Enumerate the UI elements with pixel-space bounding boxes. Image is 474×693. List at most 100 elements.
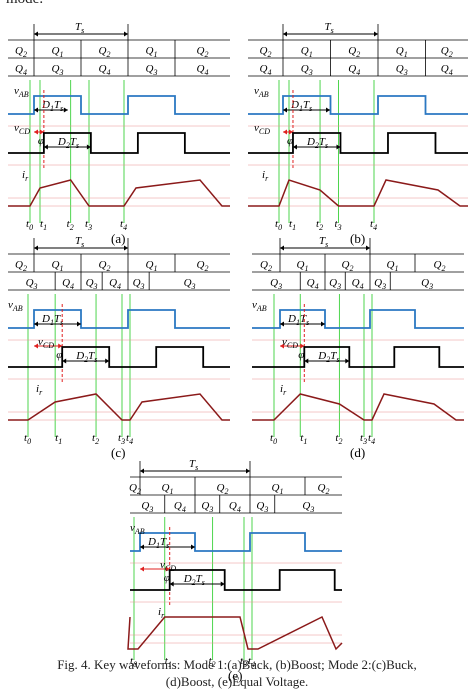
arrow-head	[283, 107, 287, 113]
switch-label-row2: Q4	[197, 63, 209, 77]
ir-label: ir	[36, 383, 43, 397]
arrow-head	[86, 144, 91, 150]
ir-current-waveform	[8, 393, 230, 421]
switch-label-row2: Q4	[352, 277, 364, 291]
vab-label: vAB	[14, 85, 29, 99]
time-label-t4: t4	[126, 432, 133, 446]
switch-label-row2: Q3	[133, 277, 145, 291]
time-label-t2: t2	[335, 432, 342, 446]
period-label: Ts	[325, 21, 334, 35]
time-label-t0: t0	[24, 432, 31, 446]
switch-label-row2: Q4	[99, 63, 111, 77]
phi-label: φ	[56, 349, 62, 361]
switch-label-row2: Q3	[146, 63, 158, 77]
time-label-t2: t2	[316, 218, 323, 232]
panel-tag: (a)	[111, 231, 125, 246]
switch-label-row2: Q4	[441, 63, 453, 77]
arrow-head	[283, 31, 287, 37]
arrow-head	[280, 321, 284, 327]
d1-label: D1Ts	[287, 313, 309, 327]
switch-label-row2: Q3	[141, 500, 153, 514]
arrow-head	[77, 321, 81, 327]
arrow-head	[124, 31, 128, 37]
switch-label-row1: Q1	[146, 45, 158, 59]
panel-tag: (d)	[350, 445, 365, 460]
d2-label: D2Ts	[57, 136, 79, 150]
vcd-waveform	[8, 132, 230, 154]
time-label-t2: t2	[67, 218, 74, 232]
arrow-head	[39, 129, 44, 135]
switch-label-row2: Q3	[396, 63, 408, 77]
switch-label-row1: Q1	[387, 259, 399, 273]
switch-label-row2: Q4	[174, 500, 186, 514]
figure-caption-line1: Fig. 4. Key waveforms: Mode 1:(a)Buck, (…	[57, 657, 417, 672]
switch-label-row2: Q3	[26, 277, 38, 291]
arrow-head	[62, 358, 67, 364]
arrow-head	[280, 245, 284, 251]
vcd-label: vCD	[38, 336, 54, 350]
panel-tag: (e)	[228, 668, 242, 683]
phi-label: φ	[164, 572, 170, 584]
vcd-waveform	[252, 346, 464, 368]
time-label-t3: t3	[335, 218, 342, 232]
vab-label: vAB	[8, 299, 23, 313]
vcd-label: vCD	[254, 122, 270, 136]
time-label-t3: t3	[240, 655, 247, 669]
switch-label-row1: Q1	[52, 259, 64, 273]
switch-label-row2: Q3	[302, 500, 314, 514]
arrow-head	[124, 245, 128, 251]
ir-current-waveform	[127, 615, 343, 651]
arrow-head	[34, 31, 38, 37]
time-label-t2: t2	[209, 655, 216, 669]
time-label-t1: t1	[289, 218, 296, 232]
switch-label-row1: Q2	[99, 259, 111, 273]
switch-label-row2: Q3	[256, 500, 268, 514]
arrow-head	[105, 358, 110, 364]
arrow-head	[140, 544, 144, 550]
switch-label-row2: Q3	[421, 277, 433, 291]
arrow-head	[246, 468, 250, 474]
switch-label-row1: Q2	[260, 45, 272, 59]
ir-current-waveform	[252, 393, 464, 421]
arrow-head	[220, 581, 225, 587]
switch-label-row2: Q3	[184, 277, 196, 291]
truncated-text-fragment: mode.	[6, 0, 43, 8]
switch-label-row1: Q1	[52, 45, 64, 59]
switch-label-row1: Q1	[272, 482, 284, 496]
switch-label-row1: Q2	[197, 259, 209, 273]
period-label: Ts	[189, 458, 198, 472]
ir-label: ir	[262, 169, 269, 183]
d2-label: D2Ts	[183, 573, 205, 587]
arrow-head	[283, 129, 287, 135]
time-label-t4: t4	[370, 218, 377, 232]
ir-label: ir	[22, 169, 29, 183]
arrow-head	[140, 566, 144, 572]
switch-label-row2: Q3	[52, 63, 64, 77]
time-label-t3: t3	[85, 218, 92, 232]
ir-current-waveform	[248, 179, 468, 207]
switch-label-row1: Q1	[162, 482, 174, 496]
switch-label-row1: Q2	[260, 259, 272, 273]
switch-label-row1: Q1	[396, 45, 408, 59]
panel-tag: (c)	[111, 445, 125, 460]
switch-label-row2: Q4	[260, 63, 272, 77]
arrow-head	[326, 107, 331, 113]
arrow-head	[34, 129, 38, 135]
arrow-head	[34, 107, 38, 113]
switch-label-row2: Q4	[307, 277, 319, 291]
time-label-t0: t0	[130, 655, 137, 669]
d2-label: D2Ts	[306, 136, 328, 150]
switch-label-row1: Q2	[434, 259, 446, 273]
period-label: Ts	[75, 21, 84, 35]
d1-label: D1Ts	[147, 536, 169, 550]
time-label-t3: t3	[360, 432, 367, 446]
arrow-head	[300, 343, 305, 349]
panel-tag: (b)	[350, 231, 365, 246]
time-label-t1: t1	[55, 432, 62, 446]
phi-label: φ	[287, 135, 293, 147]
switch-label-row2: Q3	[201, 500, 213, 514]
arrow-head	[304, 358, 309, 364]
